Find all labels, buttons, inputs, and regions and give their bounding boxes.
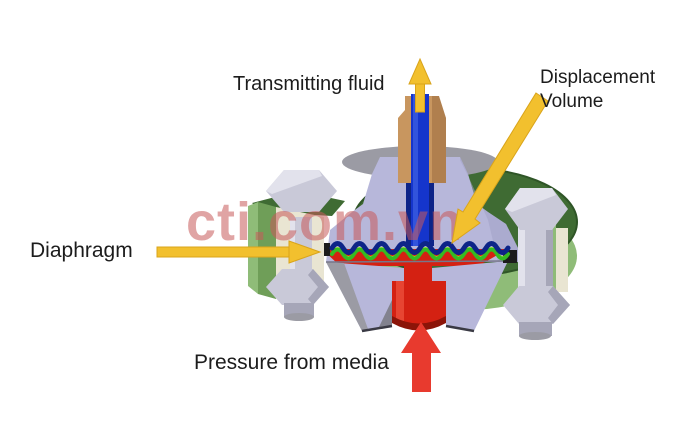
right-bolt-shank-highlight: [518, 226, 525, 292]
transmitting-fluid-label: Transmitting fluid: [233, 73, 385, 95]
transmitting-fluid-arrow-head: [408, 57, 432, 85]
displacement-volume-label: Displacement Volume: [540, 66, 655, 114]
right-bolt-head-highlight: [505, 188, 556, 212]
annotation-arrows: [156, 57, 549, 392]
transmitting-fluid-arrow-shaft: [415, 81, 425, 113]
right-bolt-stub: [519, 322, 552, 336]
diaphragm-arrow-shaft: [156, 246, 290, 258]
right-bolt-shank-shade: [546, 226, 553, 292]
skirt-inner-shadow: [378, 300, 392, 329]
pressure-arrow: [401, 322, 441, 392]
skirt-bottom-edges: [361, 324, 475, 333]
displacement-volume-label-line2: Volume: [540, 90, 604, 112]
watermark-text: cti.com.vn: [186, 192, 463, 252]
media-inlet-pipe: [392, 280, 446, 327]
chamber-ledge-line: [325, 260, 509, 263]
tube-bore-right: [429, 183, 434, 246]
pressure-from-media-label: Pressure from media: [194, 351, 389, 374]
capillary-assembly: [398, 94, 446, 246]
left-bolt-stub-end: [284, 313, 314, 321]
right-bolt-stub-end: [519, 332, 551, 340]
media-pipe-bottom-edge: [392, 316, 446, 331]
diaphragm-arrow: [156, 240, 322, 264]
left-bolt-stub: [284, 303, 314, 317]
body-cut-face-shading: [460, 157, 518, 262]
diaphragm-arrow-head: [288, 240, 322, 264]
right-bolt-nut-shade: [548, 286, 570, 324]
diaphragm-label: Diaphragm: [30, 239, 133, 262]
displacement-volume-label-line1: Displacement: [540, 67, 656, 88]
right-bolt-assembly: [503, 188, 570, 340]
diaphragm-wave-blue: [329, 241, 511, 255]
skirt-left-grey: [326, 262, 368, 331]
pressure-arrow-head: [401, 322, 441, 353]
skirt-right: [432, 261, 508, 331]
tube-highlight: [413, 94, 418, 246]
left-bolt-head-highlight: [266, 170, 322, 194]
media-throat: [404, 262, 432, 282]
right-rim-cream-strip: [556, 228, 568, 292]
transmitting-fluid-arrow: [408, 57, 432, 113]
body-skirt: [325, 260, 509, 333]
tube-bore-left: [406, 183, 411, 246]
displacement-volume-arrow: [451, 92, 549, 245]
diaphragm-wave-green: [330, 247, 510, 261]
pressure-arrow-shaft: [412, 352, 431, 392]
left-bolt-nut-shade: [308, 269, 329, 305]
capillary-collar-shade: [432, 96, 446, 183]
media-pipe-highlight: [396, 281, 404, 321]
